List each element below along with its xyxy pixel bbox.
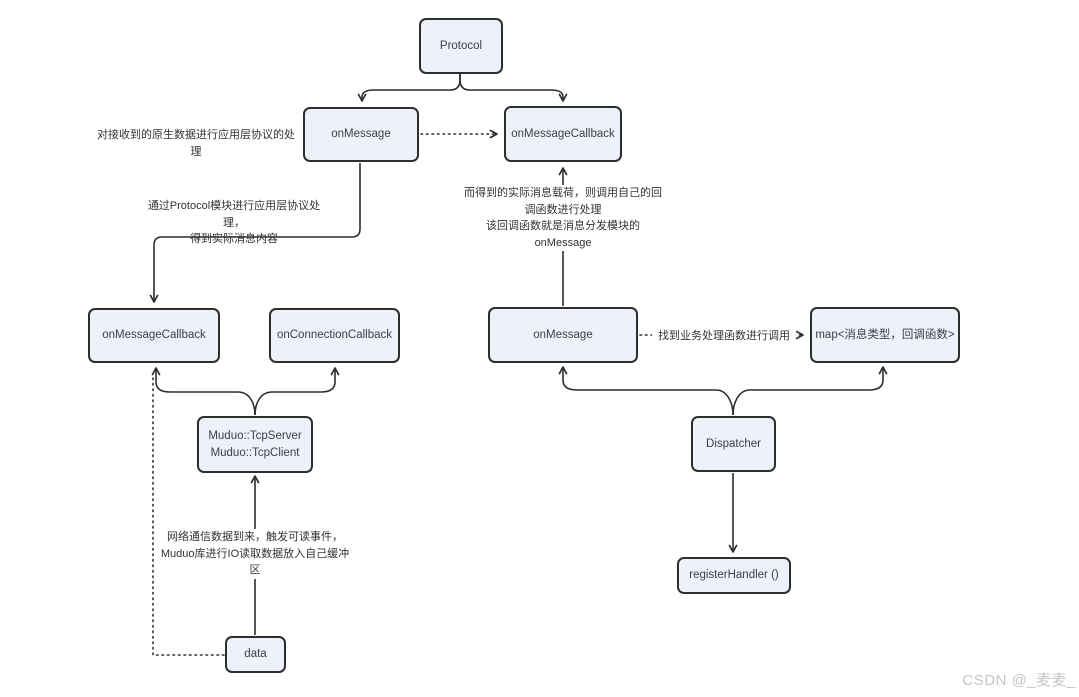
- annotation-network-data: 网络通信数据到来，触发可读事件， Muduo库进行IO读取数据放入自己缓冲区: [158, 529, 352, 579]
- node-map: map<消息类型，回调函数>: [810, 307, 960, 363]
- node-onmessagecallback-top-label: onMessageCallback: [511, 127, 615, 140]
- node-onmessagecallback-left: onMessageCallback: [88, 308, 220, 363]
- node-registerhandler-label: registerHandler (): [689, 569, 779, 582]
- node-registerhandler: registerHandler (): [677, 557, 791, 594]
- node-data-label: data: [244, 648, 267, 661]
- annotation-line: 对接收到的原生数据进行应用层协议的处理: [97, 129, 295, 158]
- annotation-line: 该回调函数就是消息分发模块的: [486, 220, 640, 232]
- node-muduo-line1: Muduo::TcpServer: [208, 429, 302, 442]
- node-protocol: Protocol: [419, 18, 503, 74]
- annotation-find-handler: 找到业务处理函数进行调用: [652, 328, 796, 345]
- annotation-line: 而得到的实际消息载荷，则调用自己的回: [464, 187, 662, 199]
- node-muduo-tcp: Muduo::TcpServer Muduo::TcpClient: [197, 416, 313, 473]
- connector-muduo-to-onmessagecallback-left: [151, 367, 256, 416]
- annotation-line: 通过Protocol模块进行应用层协议处理，: [147, 200, 321, 229]
- node-onmessagecallback-left-label: onMessageCallback: [102, 329, 206, 342]
- connector-dispatcher-to-onmessage-right: [558, 366, 734, 416]
- connector-muduo-to-onconnectioncallback: [254, 367, 340, 416]
- annotation-payload-callback: 而得到的实际消息载荷，则调用自己的回 调函数进行处理 该回调函数就是消息分发模块…: [458, 185, 668, 251]
- annotation-line: 调函数进行处理: [524, 203, 602, 216]
- annotation-line: 找到业务处理函数进行调用: [658, 330, 790, 342]
- connector-protocol-to-onmessagecallback: [459, 74, 568, 102]
- node-onconnectioncallback: onConnectionCallback: [269, 308, 400, 363]
- node-onconnectioncallback-label: onConnectionCallback: [276, 329, 393, 342]
- node-onmessage-top-label: onMessage: [331, 128, 391, 141]
- node-protocol-label: Protocol: [439, 39, 483, 52]
- connector-onmessage-elbow-to-onmessagecallback-left: [149, 163, 361, 303]
- connector-dotted-data-to-onmessagecallback-left: [152, 376, 225, 656]
- annotation-line: onMessage: [534, 236, 592, 249]
- annotation-line: Muduo库进行IO读取数据放入自己缓冲区: [160, 547, 350, 577]
- node-dispatcher: Dispatcher: [691, 416, 776, 472]
- node-dispatcher-label: Dispatcher: [706, 437, 761, 450]
- connector-dispatcher-to-map: [732, 366, 888, 416]
- connector-protocol-to-onmessage: [357, 74, 461, 102]
- node-map-label: map<消息类型，回调函数>: [815, 328, 955, 341]
- node-data: data: [225, 636, 286, 673]
- node-onmessage-top: onMessage: [303, 107, 419, 162]
- node-muduo-line2: Muduo::TcpClient: [210, 446, 300, 459]
- node-onmessage-right-label: onMessage: [533, 328, 593, 341]
- annotation-line: 网络通信数据到来，触发可读事件，: [167, 531, 343, 543]
- annotation-protocol-processing: 通过Protocol模块进行应用层协议处理， 得到实际消息内容: [138, 198, 330, 248]
- annotation-line: 得到实际消息内容: [190, 233, 278, 245]
- annotation-raw-processing: 对接收到的原生数据进行应用层协议的处理: [96, 127, 296, 160]
- node-onmessage-right: onMessage: [488, 307, 638, 363]
- node-onmessagecallback-top: onMessageCallback: [504, 106, 622, 162]
- csdn-watermark: CSDN @_麦麦_: [962, 672, 1076, 689]
